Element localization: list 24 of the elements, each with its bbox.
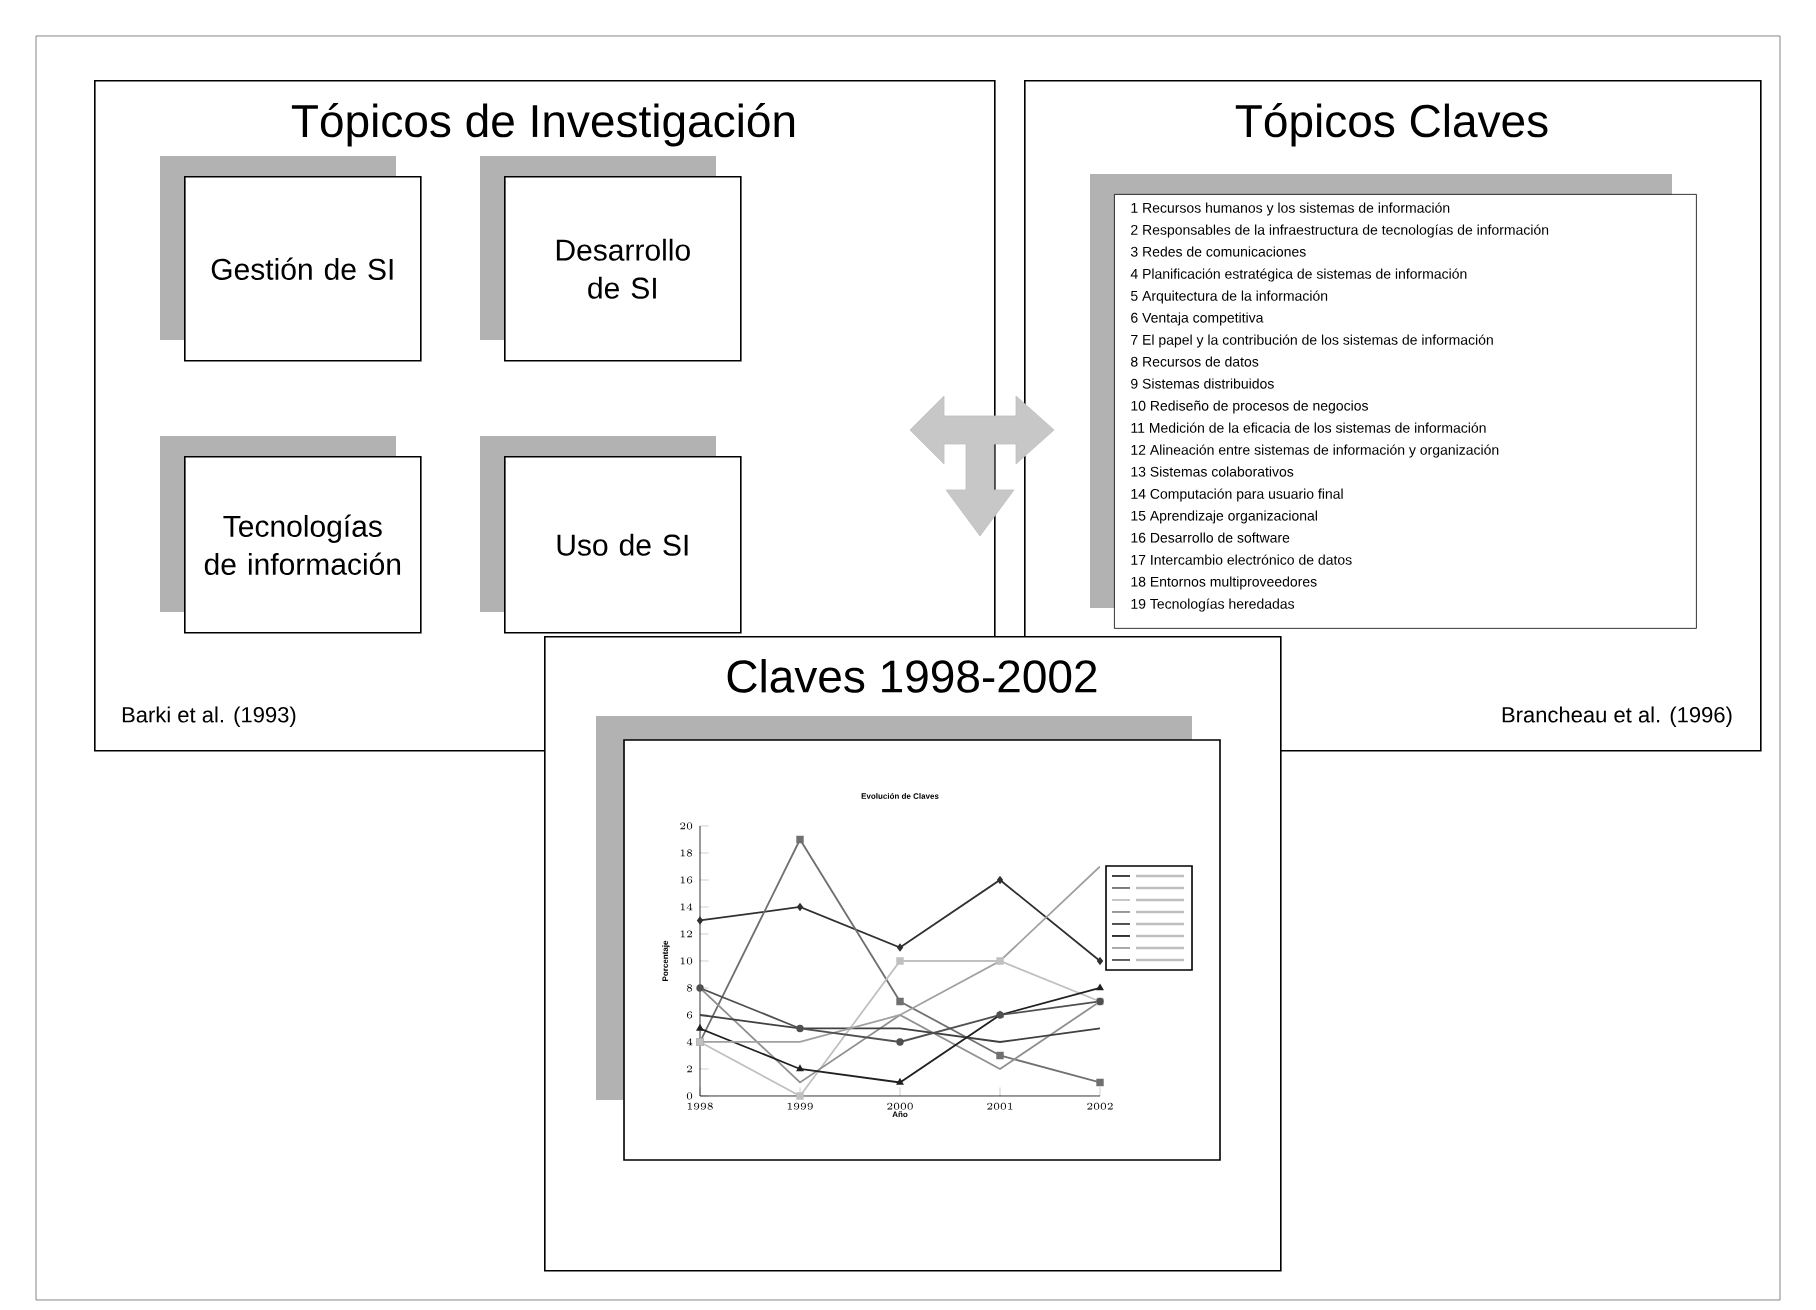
point <box>696 984 704 992</box>
point <box>896 997 904 1006</box>
point <box>796 835 804 844</box>
point <box>797 903 804 911</box>
point <box>1097 957 1104 965</box>
point <box>997 876 1004 884</box>
topic-box: Uso de SI <box>504 455 742 634</box>
point <box>896 957 904 965</box>
point <box>796 1024 804 1033</box>
point <box>796 1092 804 1100</box>
point <box>897 943 904 952</box>
point <box>896 1078 904 1085</box>
point <box>1096 1078 1104 1087</box>
topic-box: Tecnologías de información <box>184 455 422 634</box>
point <box>896 1038 904 1046</box>
point <box>996 1051 1004 1060</box>
point <box>796 1065 804 1072</box>
topic-box: Desarrollo de SI <box>504 175 742 362</box>
point <box>697 916 704 925</box>
point <box>996 957 1004 965</box>
point <box>1096 984 1104 991</box>
topic-list <box>1114 194 1697 629</box>
topic-box: Gestión de SI <box>184 175 422 362</box>
point <box>696 1024 704 1031</box>
